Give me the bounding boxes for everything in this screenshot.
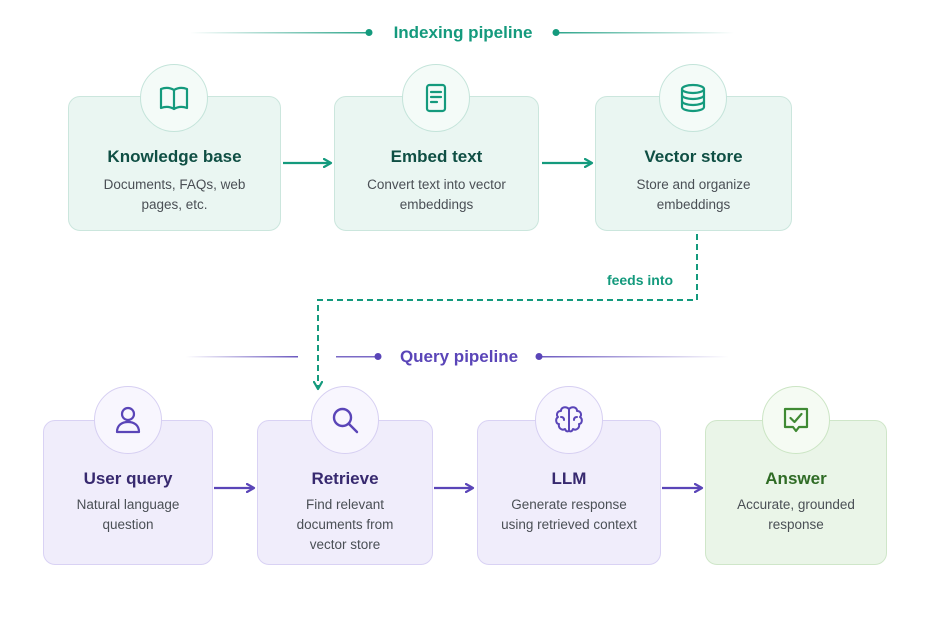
card-title: Retrieve [311,469,379,488]
card-title: Vector store [644,147,743,166]
vector-store-card: Vector store Store and organize embeddin… [595,96,792,231]
brain-icon [535,386,603,454]
search-icon [311,386,379,454]
feeds-into-connector [318,234,698,389]
card-description: Convert text into vector embeddings [367,177,506,212]
query-pipeline-title: Query pipeline [399,347,519,366]
knowledge-base-card: Knowledge base Documents, FAQs, web page… [68,96,281,231]
llm-card: LLM Generate response using retrieved co… [477,420,661,565]
card-description: Generate response using retrieved contex… [501,497,637,532]
card-title: User query [83,469,173,488]
check-message-icon [762,386,830,454]
indexing-title-rule [190,29,734,36]
card-description: Natural language question [76,497,180,532]
book-icon [140,64,208,132]
database-icon [659,64,727,132]
card-description: Documents, FAQs, web pages, etc. [103,177,246,212]
query-title-rule [186,353,729,360]
document-icon [402,64,470,132]
card-description: Accurate, grounded response [737,497,855,532]
card-description: Store and organize embeddings [636,177,751,212]
card-title: LLM [551,469,587,488]
card-title: Knowledge base [107,147,242,166]
user-icon [94,386,162,454]
indexing-pipeline-title: Indexing pipeline [393,23,533,42]
card-title: Answer [765,469,827,488]
card-description: Find relevant documents from vector stor… [296,497,394,552]
card-title: Embed text [390,147,483,166]
feeds-into-label: feeds into [606,272,674,288]
